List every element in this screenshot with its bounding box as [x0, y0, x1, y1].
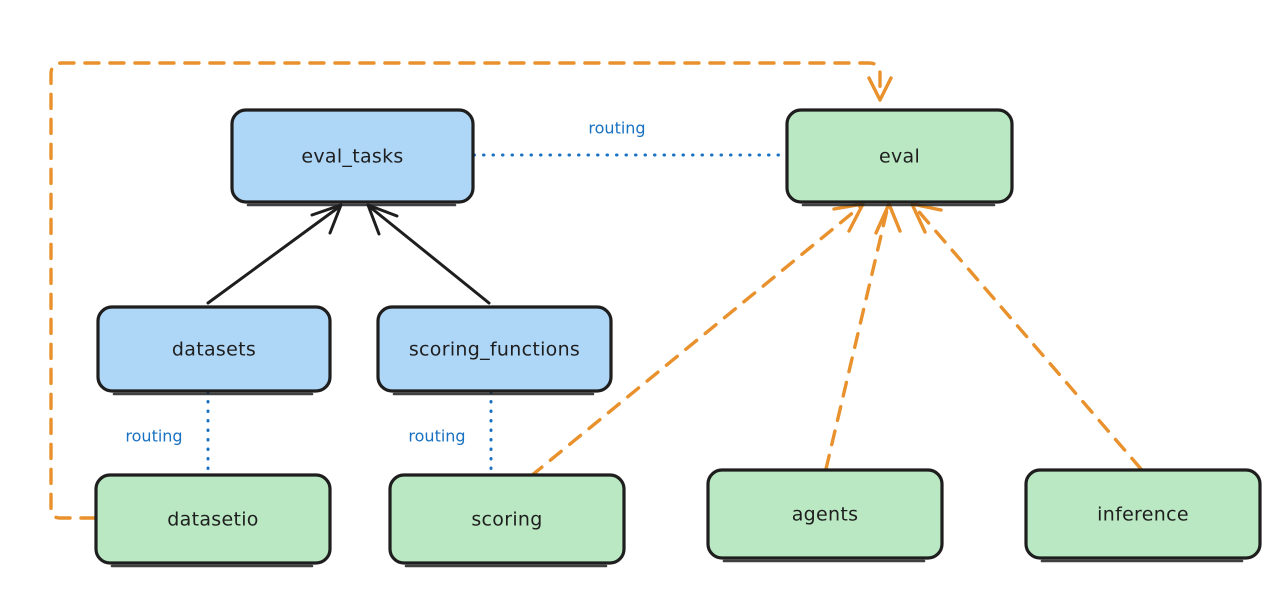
node-box-scoring[interactable] — [388, 473, 626, 565]
node-box-inference[interactable] — [1024, 468, 1262, 560]
edge-path-agents-eval — [824, 204, 890, 471]
edge-label-routing-eval: routing — [588, 119, 645, 138]
edge-label-routing-datasetio: routing — [125, 427, 182, 446]
arrowhead-into-eval-top — [867, 76, 893, 102]
node-label-scoring: scoring — [471, 509, 542, 531]
node-box-eval[interactable] — [785, 108, 1014, 204]
node-datasetio[interactable]: datasetio — [94, 473, 332, 568]
edge-scoring_functions-to-eval_tasks — [366, 203, 491, 305]
edge-label-routing-scoring: routing — [408, 427, 465, 446]
edge-path-scoring-eval — [529, 204, 863, 478]
node-inference[interactable]: inference — [1024, 468, 1262, 563]
edge-path-inference-eval — [912, 204, 1143, 471]
node-scoring[interactable]: scoring — [388, 473, 626, 568]
edge-path-scoring_functions-eval_tasks — [368, 205, 491, 305]
node-label-datasetio: datasetio — [167, 509, 258, 531]
node-label-datasets: datasets — [172, 339, 256, 361]
node-eval_tasks[interactable]: eval_tasks — [230, 108, 475, 207]
node-datasets[interactable]: datasets — [96, 305, 332, 396]
node-label-eval_tasks: eval_tasks — [301, 146, 403, 168]
node-box-datasetio[interactable] — [94, 473, 332, 565]
node-agents[interactable]: agents — [706, 468, 944, 563]
edge-inference-to-eval — [910, 202, 1143, 471]
node-label-inference: inference — [1097, 504, 1189, 526]
node-label-scoring_functions: scoring_functions — [409, 339, 580, 361]
nodes-layer: eval_tasks eval datasets scoring_functionsd… — [94, 108, 1262, 568]
edge-datasets-to-eval_tasks — [206, 203, 343, 305]
node-eval[interactable]: eval — [785, 108, 1014, 207]
node-label-eval: eval — [879, 146, 920, 168]
node-box-scoring_functions[interactable] — [376, 305, 613, 393]
arrowhead-into-eval-from-agents — [874, 202, 902, 235]
edge-eval_tasks-to-eval: routing — [472, 119, 788, 157]
node-box-eval_tasks[interactable] — [230, 108, 475, 204]
edge-datasetio-to-eval — [49, 61, 893, 520]
node-scoring_functions[interactable]: scoring_functions — [376, 305, 613, 396]
edge-datasets-to-datasetio: routing — [125, 390, 210, 475]
edge-scoring_functions-to-scoring: routing — [408, 390, 493, 475]
node-box-datasets[interactable] — [96, 305, 332, 393]
edge-path-datasets-eval_tasks — [206, 205, 341, 305]
node-label-agents: agents — [792, 504, 859, 526]
node-box-agents[interactable] — [706, 468, 944, 560]
edge-agents-to-eval — [824, 202, 902, 471]
